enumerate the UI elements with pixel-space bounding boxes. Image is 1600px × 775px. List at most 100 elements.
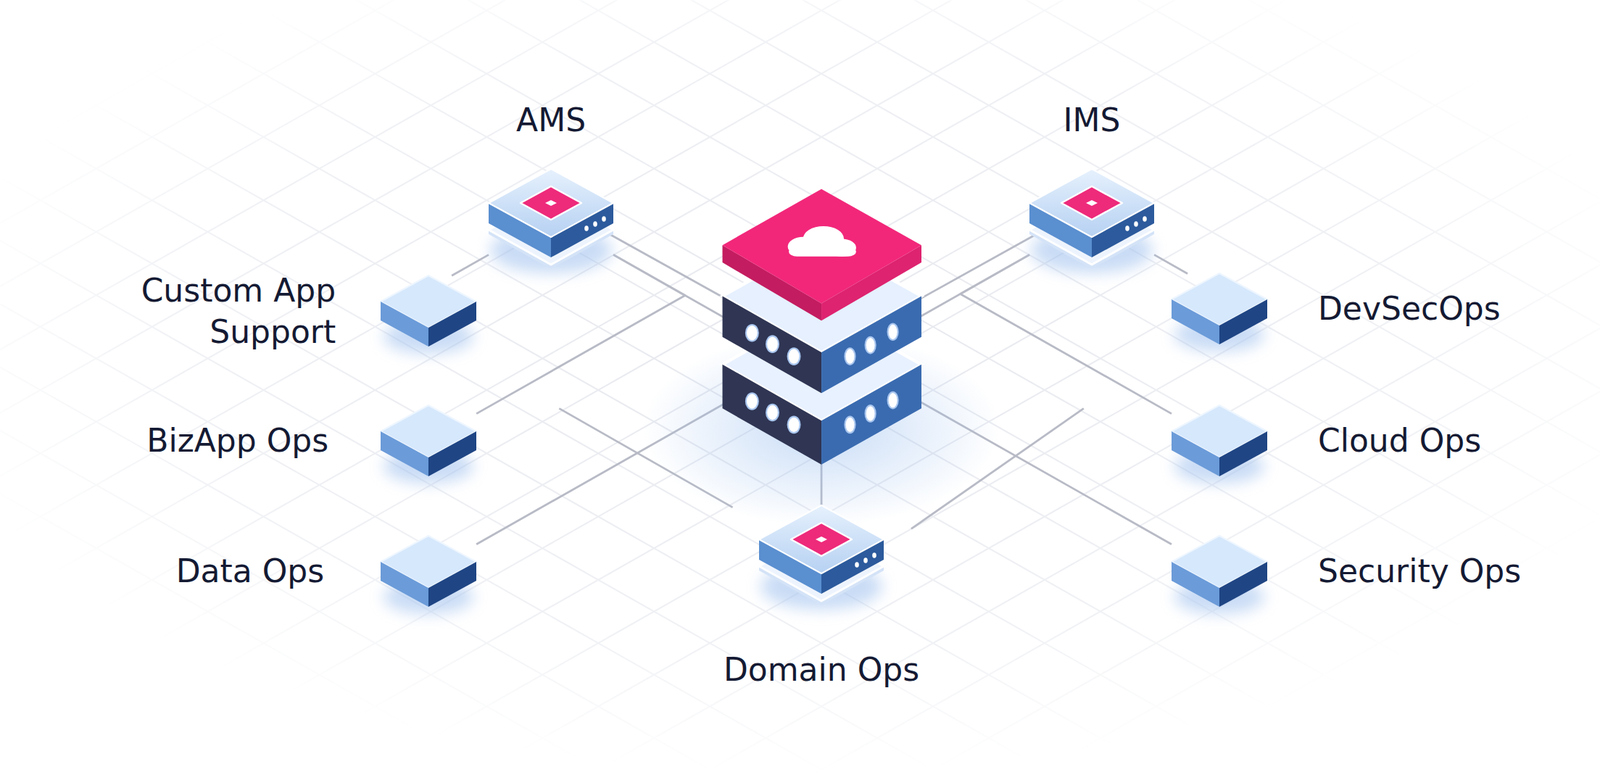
node-shape (1171, 535, 1268, 607)
node-shape (1171, 405, 1268, 477)
server-light (788, 347, 801, 365)
server-badge (1061, 186, 1123, 220)
server-badge-dot (815, 536, 828, 543)
node-label: DevSecOps (1317, 288, 1501, 330)
grid-line (0, 0, 1600, 579)
connector-line (1154, 254, 1188, 274)
grid-line (0, 0, 1600, 161)
service-tile: DevSecOps (1171, 273, 1268, 345)
grid-line (0, 493, 1600, 775)
server-light (766, 404, 779, 422)
grid-line (0, 0, 1600, 452)
cloud-slab-top (722, 189, 922, 304)
grid-line (0, 240, 1600, 775)
server-light (863, 557, 868, 564)
grid-line (0, 75, 1600, 775)
server-badge (520, 186, 582, 220)
grid-line (0, 0, 1600, 477)
grid-line (0, 644, 1600, 775)
server-light (844, 416, 855, 434)
grid-line (0, 0, 1600, 516)
cloud-icon (788, 226, 857, 257)
server-light (888, 392, 899, 409)
grid-line (0, 0, 1600, 34)
server-light (745, 324, 759, 342)
node-shape (380, 275, 477, 347)
server-light (865, 405, 876, 422)
label-group: Cloud Ops (1317, 419, 1482, 462)
grid-line (0, 113, 1600, 775)
decor-line (919, 234, 1037, 300)
label-group: AMS (516, 99, 586, 141)
tile-right (1219, 431, 1268, 477)
node-shape (759, 505, 884, 607)
server-light (766, 335, 779, 353)
grid-line (0, 0, 1600, 603)
grid-line (0, 707, 1600, 775)
decor-line (608, 234, 727, 300)
server-top (488, 168, 614, 238)
grid-line (0, 11, 1600, 775)
server-badge (790, 522, 852, 557)
label-group: Data Ops (176, 550, 325, 593)
node-label: Data Ops (176, 550, 325, 593)
server-light (854, 561, 860, 568)
node-shape (380, 405, 477, 477)
grid-line (0, 0, 1600, 705)
grid-line (0, 746, 1600, 775)
tile-left (380, 561, 429, 607)
grid-line (0, 0, 1600, 287)
server-light (601, 216, 607, 222)
grid-line (0, 0, 1600, 97)
grid-line (0, 264, 1600, 775)
server-badge-dot (545, 200, 557, 206)
grid-line (0, 366, 1600, 775)
grid-line (0, 0, 1600, 642)
grid-line (0, 0, 1600, 667)
node-label: Cloud Ops (1317, 419, 1482, 462)
node-shape (488, 168, 614, 271)
grid-line (0, 138, 1600, 775)
service-server: Domain Ops (759, 505, 884, 607)
node-label: Custom App Support (103, 269, 336, 353)
grid-line (0, 0, 1600, 389)
label-group: DevSecOps (1317, 288, 1501, 330)
cloud-server-stack (643, 189, 1001, 526)
grid-line (0, 0, 1600, 540)
label-group: IMS (1063, 99, 1121, 141)
service-server: IMS (1029, 168, 1155, 271)
server-light (584, 225, 589, 232)
service-server: AMS (488, 168, 614, 271)
node-shape (380, 535, 477, 607)
server-light (745, 392, 759, 410)
grid-line (0, 620, 1600, 775)
server-light (872, 552, 877, 559)
tile-right (1219, 561, 1268, 607)
tile-right (428, 431, 477, 477)
label-group: BizApp Ops (146, 419, 329, 462)
server-top (759, 505, 884, 574)
grid-line (0, 0, 1600, 199)
server-light (888, 324, 899, 341)
service-tile: BizApp Ops (380, 405, 477, 477)
node-label: IMS (1063, 99, 1121, 141)
node-shape (1171, 273, 1268, 345)
service-tile: Cloud Ops (1171, 405, 1268, 477)
label-group: Domain Ops (723, 648, 920, 691)
grid-line (0, 0, 1600, 9)
service-tile: Data Ops (380, 535, 477, 607)
tile-right (1219, 299, 1268, 345)
server-light (865, 337, 876, 354)
server-lights (745, 324, 899, 434)
tile-left (1171, 431, 1220, 477)
node-label: AMS (516, 99, 586, 141)
tile-left (1171, 561, 1220, 607)
cloud-part (788, 246, 857, 257)
